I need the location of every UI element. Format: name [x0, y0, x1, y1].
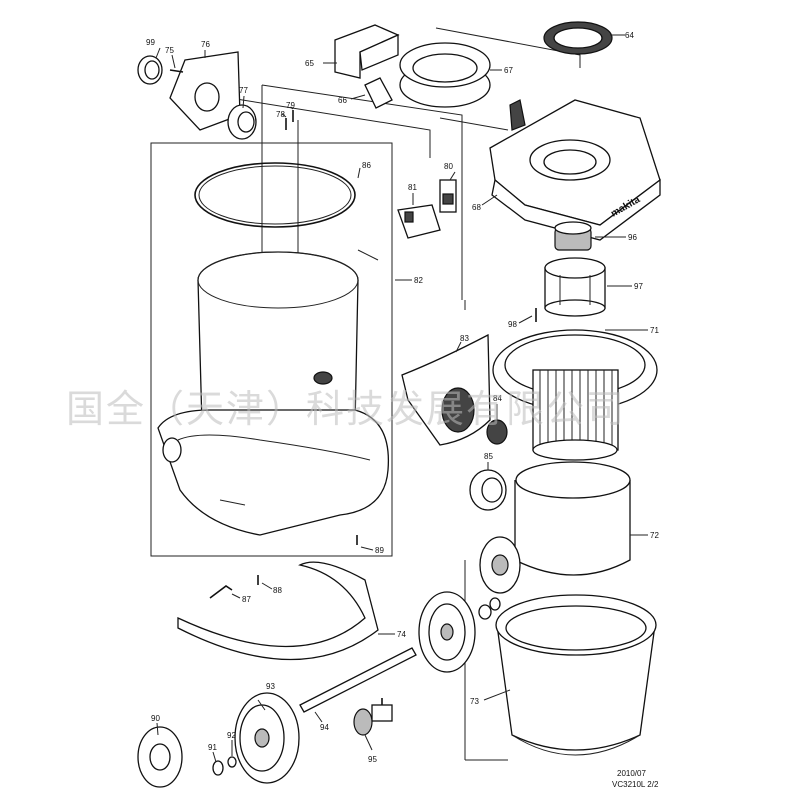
axle-94 — [299, 647, 417, 713]
label-93: 93 — [266, 682, 275, 691]
screws-78-79 — [285, 110, 294, 130]
label-90: 90 — [151, 714, 160, 723]
gasket-86 — [194, 162, 356, 228]
sponge-65 — [334, 24, 400, 79]
label-84: 84 — [493, 394, 502, 403]
label-82: 82 — [414, 276, 423, 285]
cover-83 — [401, 333, 491, 446]
label-81: 81 — [408, 183, 417, 192]
label-73: 73 — [470, 697, 479, 706]
label-88: 88 — [273, 586, 282, 595]
label-99: 99 — [146, 38, 155, 47]
label-83: 83 — [460, 334, 469, 343]
watermark-text: 国全（天津）科技发展有限公司 — [66, 387, 626, 431]
leader-lines — [155, 34, 648, 763]
cartridge-filter-71 — [492, 329, 658, 461]
sponge-66 — [364, 77, 393, 109]
label-85: 85 — [484, 452, 493, 461]
tank-assembly-frame — [150, 142, 393, 557]
cap-96 — [554, 221, 592, 251]
hubcap-90 — [137, 726, 183, 788]
footer-date: 2010/07 — [617, 769, 646, 778]
washer-91 — [212, 756, 237, 776]
label-64: 64 — [625, 31, 634, 40]
hook-87 — [209, 585, 233, 599]
hose-adapter-85 — [469, 469, 507, 511]
ring-67 — [399, 42, 491, 108]
label-86: 86 — [362, 161, 371, 170]
label-98: 98 — [508, 320, 517, 329]
label-71: 71 — [650, 326, 659, 335]
bracket-76 — [169, 51, 241, 131]
label-96: 96 — [628, 233, 637, 242]
label-77: 77 — [239, 86, 248, 95]
hose-port-99 — [137, 55, 163, 85]
clip-80 — [439, 179, 457, 213]
rear-wheel — [418, 591, 501, 673]
bucket-73 — [495, 594, 657, 756]
motor-head-68: makita — [489, 99, 661, 241]
wheel-hub-right — [479, 536, 521, 594]
caster-95 — [353, 698, 393, 736]
label-92: 92 — [227, 731, 236, 740]
footer-model: VC3210L 2/2 — [612, 780, 659, 789]
gasket-64 — [543, 21, 613, 55]
label-95: 95 — [368, 755, 377, 764]
label-72: 72 — [650, 531, 659, 540]
label-78: 78 — [276, 110, 285, 119]
label-76: 76 — [201, 40, 210, 49]
label-75: 75 — [165, 46, 174, 55]
hose-port-77 — [227, 104, 257, 140]
label-79: 79 — [286, 101, 295, 110]
label-91: 91 — [208, 743, 217, 752]
tank-body-82 — [157, 251, 390, 536]
filter-bag-72 — [514, 461, 631, 576]
latch-81 — [397, 204, 441, 239]
float-cage-97 — [544, 257, 606, 317]
label-94: 94 — [320, 723, 329, 732]
label-89: 89 — [375, 546, 384, 555]
screw-75 — [169, 69, 184, 73]
wheel-93 — [234, 692, 300, 784]
label-74: 74 — [397, 630, 406, 639]
bumper-74 — [177, 561, 379, 661]
label-65: 65 — [305, 59, 314, 68]
label-67: 67 — [504, 66, 513, 75]
part-number-labels: 64 65 66 67 68 71 72 73 74 75 76 77 78 7… — [146, 31, 659, 764]
label-87: 87 — [242, 595, 251, 604]
label-66: 66 — [338, 96, 347, 105]
label-68: 68 — [472, 203, 481, 212]
label-80: 80 — [444, 162, 453, 171]
label-97: 97 — [634, 282, 643, 291]
